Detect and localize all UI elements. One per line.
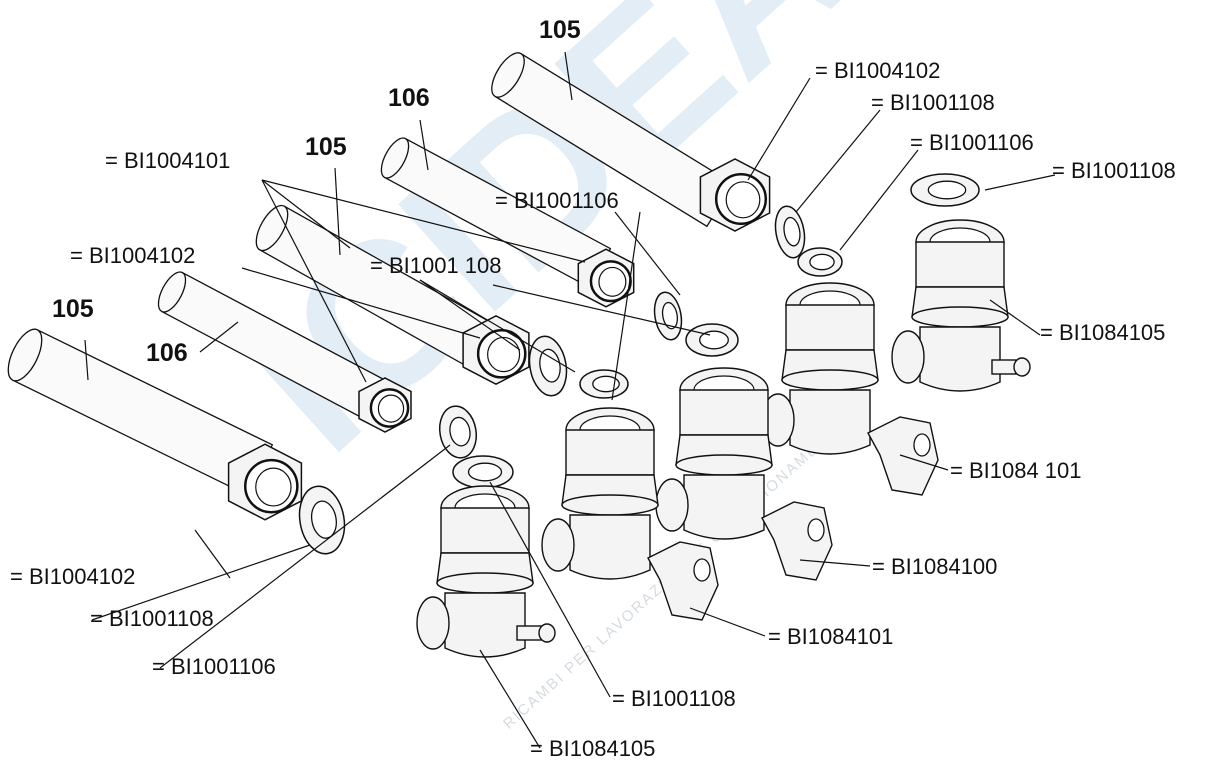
- label-bi1084105-bottom: = BI1084105: [530, 736, 656, 761]
- washer-lower-1: [438, 405, 478, 459]
- part-number-105-left: 105: [52, 295, 94, 323]
- leader-line: [261, 179, 586, 263]
- leader-line: [989, 299, 1041, 336]
- washer-left: [298, 485, 346, 555]
- nut-upper: [577, 248, 635, 308]
- label-bi1084101: = BI1084101: [768, 624, 894, 649]
- label-bi1001106-center: = BI1001106: [495, 188, 619, 213]
- leader-line: [419, 279, 576, 373]
- leader-line: [492, 284, 711, 336]
- leader-line: [799, 559, 871, 567]
- leader-line: [614, 211, 681, 296]
- label-bi1001108-lower: = BI1001108: [612, 686, 736, 711]
- leader-line: [194, 529, 231, 579]
- leader-line: [479, 649, 541, 749]
- nut-middle: [462, 314, 530, 386]
- label-bi1001-108: = BI1001 108: [370, 253, 502, 278]
- washer-right: [910, 173, 980, 207]
- label-bi1001108-top: = BI1001108: [871, 90, 995, 115]
- label-bi1004102-top: = BI1004102: [815, 58, 941, 83]
- washer-upper-2: [685, 323, 739, 357]
- label-bi1001108-right: = BI1001108: [1052, 158, 1176, 183]
- leader-line: [334, 167, 341, 256]
- leader-line: [261, 179, 367, 383]
- leader-line: [795, 109, 881, 213]
- valve-bi1084105-bottom: [416, 485, 556, 658]
- washer-center: [579, 369, 629, 399]
- label-bi1084-101: = BI1084 101: [950, 458, 1082, 483]
- leader-line: [159, 444, 451, 669]
- leader-line: [261, 179, 351, 249]
- label-bi1004102-left: = BI1004102: [70, 243, 196, 268]
- leader-line: [241, 267, 481, 339]
- washer-top-2: [797, 247, 843, 277]
- leader-line: [91, 544, 311, 621]
- leader-line: [419, 119, 429, 171]
- valve-bi1084100: [655, 367, 833, 581]
- part-number-105-middle: 105: [305, 133, 347, 161]
- label-bi1001106-bottom: = BI1001106: [152, 654, 276, 679]
- washer-lower-2: [452, 455, 514, 489]
- leader-line: [984, 174, 1056, 191]
- washer-top-1: [774, 205, 806, 259]
- part-number-105-top: 105: [539, 16, 581, 44]
- label-bi1001108-bottom: = BI1001108: [90, 606, 214, 631]
- label-bi1004101: = BI1004101: [105, 148, 231, 173]
- part-number-106-upper: 106: [388, 84, 430, 112]
- leader-line: [419, 279, 521, 351]
- leader-line: [199, 321, 239, 353]
- label-bi1084105-right: = BI1084105: [1040, 320, 1166, 345]
- leader-line: [489, 481, 611, 698]
- leader-line: [899, 454, 949, 471]
- leader-line: [84, 339, 89, 381]
- valve-bi1084101: [541, 407, 719, 621]
- leader-line: [747, 77, 811, 181]
- nut-lower: [358, 377, 412, 433]
- leader-line: [564, 51, 573, 101]
- nut-left: [227, 443, 303, 521]
- label-bi1004102-bottom: = BI1004102: [10, 564, 136, 589]
- valve-bi1084105-right: [891, 219, 1031, 392]
- leader-line: [689, 607, 766, 637]
- label-bi1001106-top: = BI1001106: [910, 130, 1034, 155]
- label-bi1084100: = BI1084100: [872, 554, 998, 579]
- nut-top: [699, 158, 771, 232]
- part-number-106-lower: 106: [146, 339, 188, 367]
- leader-line: [839, 149, 919, 251]
- washer-upper-1: [653, 291, 683, 341]
- leader-line: [611, 211, 641, 401]
